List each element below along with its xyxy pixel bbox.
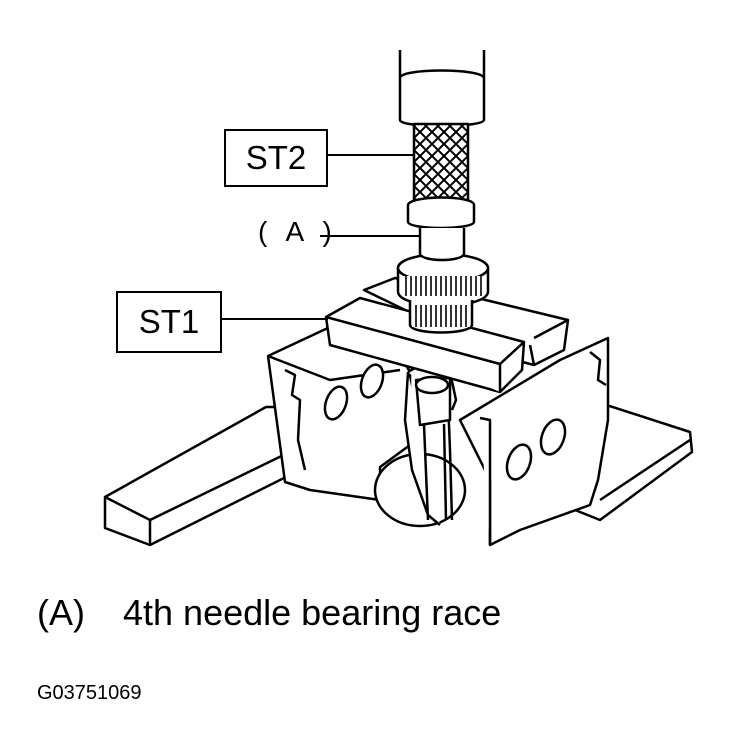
press-illustration [103,50,694,547]
callout-a: ( A ) [258,216,338,247]
callout-st2: ST2 [224,129,328,187]
support-shaft [414,375,452,521]
needle-bearing-race [396,252,490,334]
legend-text: 4th needle bearing race [123,592,502,633]
figure-id: G03751069 [37,682,142,704]
leader-lines [218,154,420,320]
legend-key: (A) [37,592,85,633]
bench-vise [266,325,610,547]
st2-installer [398,50,486,262]
legend-caption: (A) 4th needle bearing race [37,592,501,634]
callout-st1: ST1 [116,291,222,353]
